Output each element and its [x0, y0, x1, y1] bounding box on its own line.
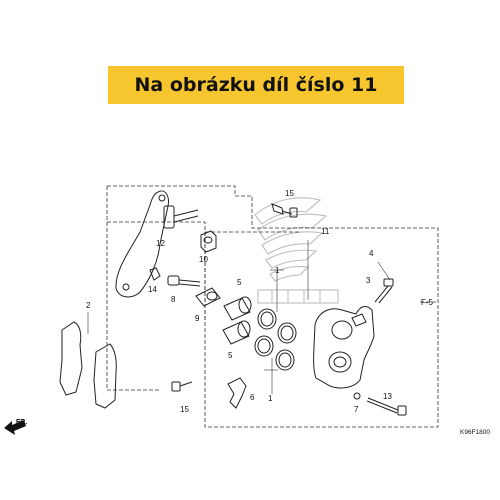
part-5-piston-upper — [223, 296, 252, 321]
part-11-caliper-body — [307, 240, 375, 389]
label-15a: 15 — [285, 189, 294, 198]
part-9-sleeve — [195, 287, 221, 307]
part-8-pin — [167, 275, 201, 287]
label-1a: 1 — [275, 266, 280, 275]
label-14: 14 — [148, 285, 157, 294]
fr-label: FR. — [16, 419, 27, 426]
part-3-4-bleeder — [374, 261, 394, 304]
part-13-pin — [366, 397, 407, 416]
title-banner: Na obrázku díl číslo 11 — [108, 66, 404, 104]
label-2: 2 — [86, 301, 91, 310]
honda-logo-watermark — [254, 197, 339, 304]
label-4: 4 — [369, 249, 374, 258]
label-6: 6 — [250, 393, 255, 402]
part-5-piston-lower — [222, 320, 251, 345]
label-15b: 15 — [180, 405, 189, 414]
label-13: 13 — [383, 392, 392, 401]
label-5b: 5 — [228, 351, 233, 360]
label-11: 11 — [321, 227, 330, 236]
dashed-outline-main — [106, 185, 439, 428]
part-15-bolt-lower — [171, 381, 193, 392]
part-10-bushing — [200, 230, 217, 253]
part-7-washer — [353, 392, 361, 400]
label-7: 7 — [354, 405, 359, 414]
label-10: 10 — [199, 255, 208, 264]
part-15-bolt-upper — [271, 203, 298, 218]
part-14-boot — [149, 267, 161, 281]
label-1b: 1 — [268, 394, 273, 403]
part-12-bracket — [115, 190, 199, 298]
label-8: 8 — [171, 295, 176, 304]
banner-text: Na obrázku díl číslo 11 — [134, 74, 378, 96]
front-arrow-icon — [4, 420, 26, 435]
part-6-spring — [227, 377, 247, 409]
label-9: 9 — [195, 314, 200, 323]
part-1-seals — [254, 269, 297, 394]
diagram-code: K96F1800 — [460, 429, 490, 436]
label-3: 3 — [366, 276, 371, 285]
label-5a: 5 — [237, 278, 242, 287]
part-2-pads — [59, 312, 117, 409]
label-12: 12 — [156, 239, 165, 248]
ref-f5: F-5 — [421, 298, 434, 307]
